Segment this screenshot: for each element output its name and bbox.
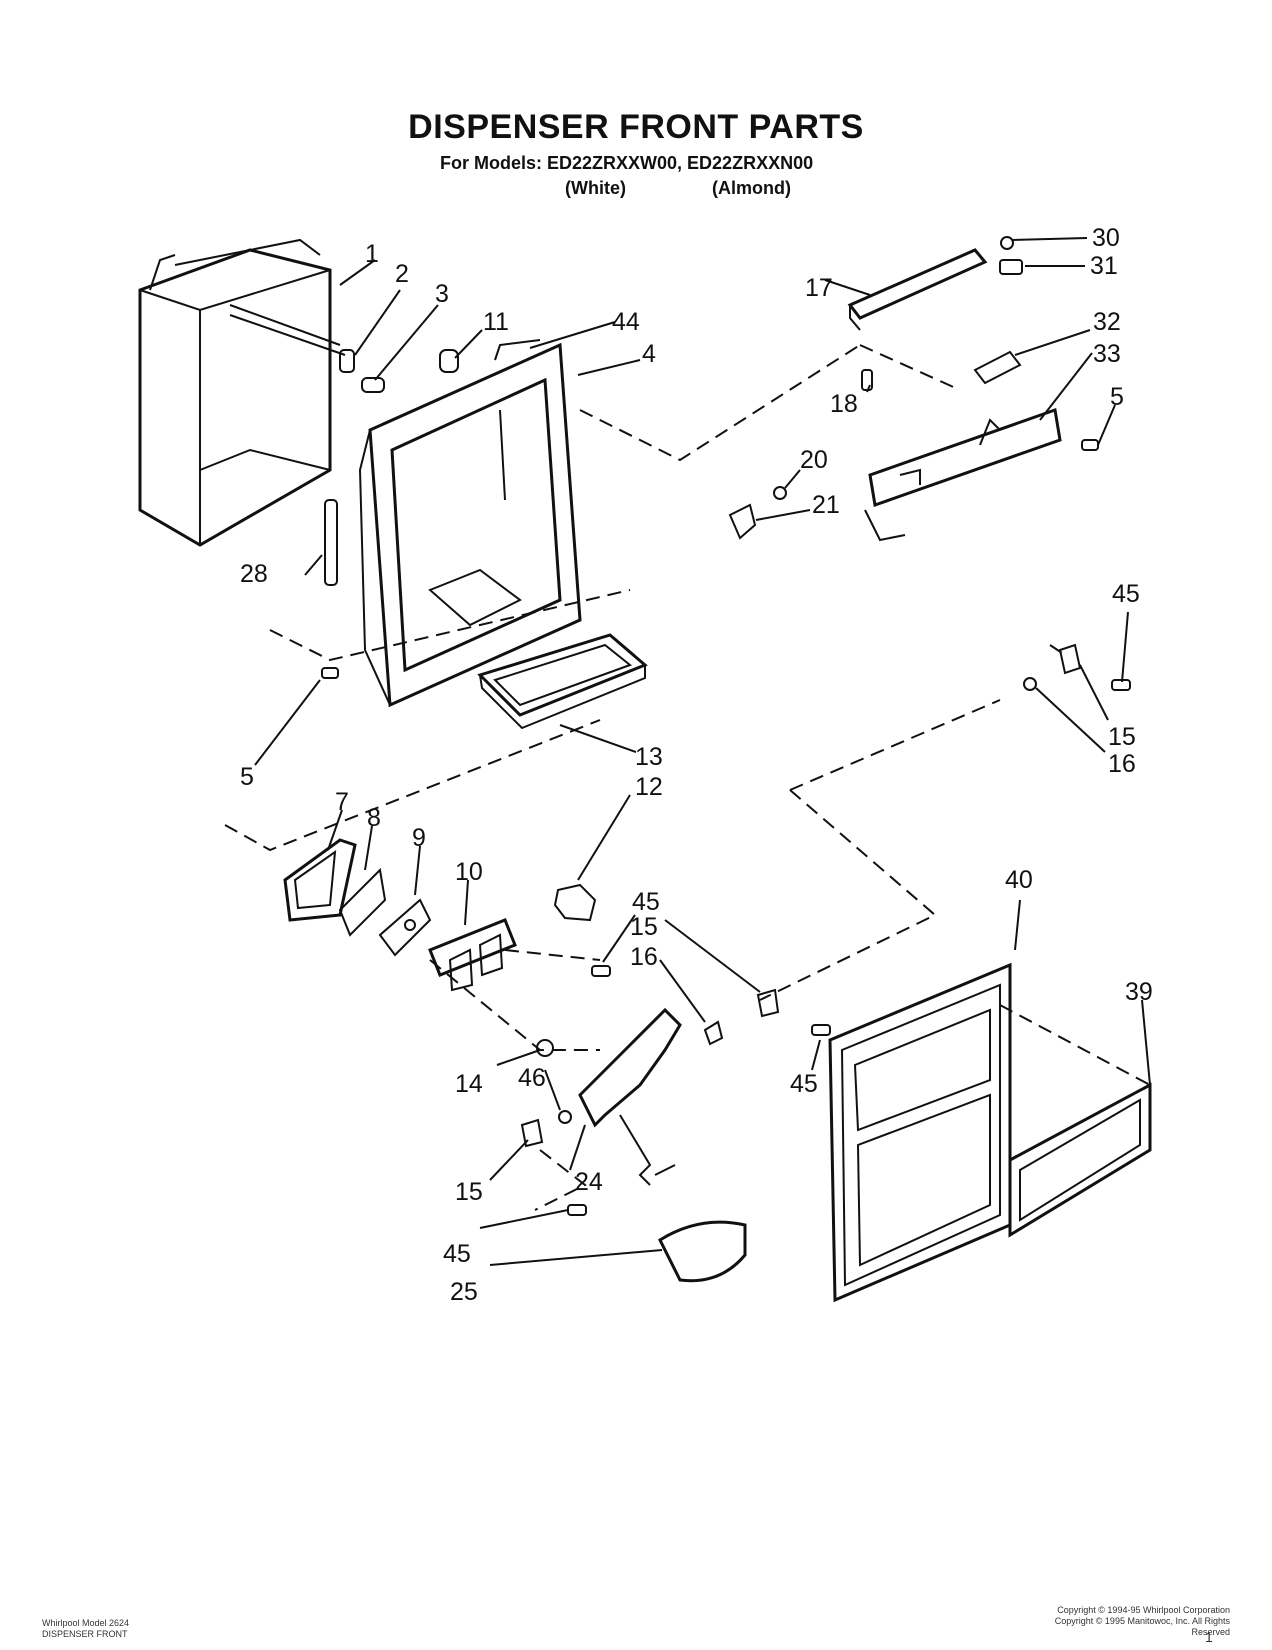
callout-28: 28 [240, 560, 268, 588]
part-11-knob [439, 349, 459, 373]
part-4-frame [358, 339, 582, 708]
part-39-panel-insert [1008, 1082, 1152, 1238]
part-31-clip [999, 259, 1023, 275]
models-line: For Models: ED22ZRXXW00, ED22ZRXXN00 [440, 153, 814, 173]
callout-2: 2 [395, 260, 409, 288]
part-21-clip [728, 503, 757, 540]
callout-13: 13 [635, 743, 663, 771]
callout-45-bottom: 45 [443, 1240, 471, 1268]
part-24-actuator [578, 1007, 682, 1186]
callout-16-right: 16 [1108, 750, 1136, 778]
part-17-rail [847, 248, 988, 331]
callout-1: 1 [365, 240, 379, 268]
footer-right-line2: Copyright © 1995 Manitowoc, Inc. All Rig… [1054, 1616, 1230, 1637]
callout-24: 24 [575, 1168, 603, 1196]
part-32-bracket [973, 350, 1022, 385]
callout-16-mid: 16 [630, 943, 658, 971]
part-20-screw [773, 486, 787, 500]
part-8-diffuser [338, 867, 387, 937]
part-13-grille [477, 633, 648, 730]
part-45-screw-right [1111, 679, 1131, 691]
part-33-rail [864, 407, 1062, 542]
part-2-pin [339, 349, 355, 373]
footer-left-line2: DISPENSER FRONT [42, 1629, 128, 1639]
part-15-hinge-low [520, 1118, 544, 1148]
part-12-switch [553, 883, 597, 922]
callout-11: 11 [483, 308, 509, 336]
page-mark: 1 [1205, 1629, 1213, 1645]
callout-45-low: 45 [790, 1070, 818, 1098]
part-9-plate [378, 898, 432, 957]
part-30-screw [1000, 236, 1014, 250]
callout-4: 4 [642, 340, 656, 368]
color-white-label: (White) [565, 178, 626, 198]
callout-31: 31 [1090, 252, 1118, 280]
part-10-bracket [428, 918, 517, 992]
callout-5-right: 5 [1110, 383, 1124, 411]
part-5-screw-right [1081, 439, 1099, 451]
part-45-screw-low [811, 1024, 831, 1036]
part-28-lever [324, 499, 338, 586]
part-46-washer [558, 1110, 572, 1124]
leader-lines [254, 237, 1151, 1266]
footer-left: Whirlpool Model 2624 DISPENSER FRONT [42, 1618, 129, 1640]
callout-14: 14 [455, 1070, 483, 1098]
callout-30: 30 [1092, 224, 1120, 252]
callout-44: 44 [612, 308, 640, 336]
callout-3: 3 [435, 280, 449, 308]
callout-5-left: 5 [240, 763, 254, 791]
callout-39: 39 [1125, 978, 1153, 1006]
footer-right-line1: Copyright © 1994-95 Whirlpool Corporatio… [1057, 1605, 1230, 1615]
part-45-screw-bottom [567, 1204, 587, 1216]
assembly-lines [224, 344, 1151, 1211]
callout-8: 8 [367, 804, 381, 832]
callout-15-mid: 15 [630, 913, 658, 941]
color-almond-label: (Almond) [712, 178, 791, 198]
callouts: 1 2 3 11 44 4 28 5 13 12 7 8 9 10 45 15 … [240, 224, 1153, 1306]
callout-9: 9 [412, 824, 426, 852]
callout-17: 17 [805, 274, 833, 302]
page-title: DISPENSER FRONT PARTS [408, 108, 864, 146]
part-18-screw [861, 369, 873, 391]
callout-20: 20 [800, 446, 828, 474]
callout-18: 18 [830, 390, 858, 418]
part-16-spring-right [1023, 677, 1037, 691]
part-5-screw-left [321, 667, 339, 679]
part-25-drip-cup [658, 1220, 747, 1283]
footer-left-line1: Whirlpool Model 2624 [42, 1618, 130, 1628]
callout-40: 40 [1005, 866, 1033, 894]
part-15-hinge-right [1058, 643, 1082, 675]
callout-10: 10 [455, 858, 483, 886]
part-15-hinge-mid [756, 988, 780, 1018]
callout-32: 32 [1093, 308, 1121, 336]
callout-21: 21 [812, 491, 840, 519]
part-7-cover [283, 838, 357, 922]
part-3-bushing [361, 377, 385, 393]
part-16-spring-mid [703, 1020, 724, 1046]
callout-45-mid: 45 [632, 888, 660, 916]
part-45-screw-mid [591, 965, 611, 977]
callout-46: 46 [518, 1064, 546, 1092]
callout-7: 7 [335, 788, 349, 816]
part-1-housing [138, 238, 346, 547]
callout-33: 33 [1093, 340, 1121, 368]
footer-right: Copyright © 1994-95 Whirlpool Corporatio… [1030, 1605, 1230, 1638]
part-14-pin [536, 1039, 554, 1057]
callout-15-low: 15 [455, 1178, 483, 1206]
part-40-panel-frame [828, 962, 1012, 1303]
callout-12: 12 [635, 773, 663, 801]
callout-45-right: 45 [1112, 580, 1140, 608]
callout-15-right: 15 [1108, 723, 1136, 751]
callout-25: 25 [450, 1278, 478, 1306]
